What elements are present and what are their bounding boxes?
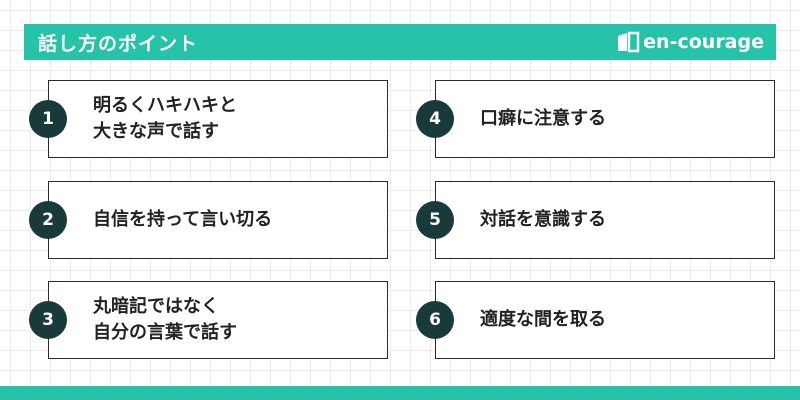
point-text-5: 対話を意識する <box>480 209 606 230</box>
point-card-1: 明るくハキハキと 大きな声で話す <box>48 80 388 158</box>
point-card-2: 自信を持って言い切る <box>48 181 388 259</box>
page-title: 話し方のポイント <box>38 32 199 55</box>
brand-logo-text: en-courage <box>643 31 764 53</box>
point-number-badge-6: 6 <box>416 301 454 339</box>
point-number-badge-5: 5 <box>416 201 454 239</box>
point-number-badge-4: 4 <box>416 100 454 138</box>
point-number-badge-3: 3 <box>29 301 67 339</box>
point-card-4: 口癖に注意する <box>435 80 775 158</box>
point-text-1: 明るくハキハキと 大きな声で話す <box>93 95 237 142</box>
point-number-badge-1: 1 <box>29 100 67 138</box>
point-number-badge-2: 2 <box>29 201 67 239</box>
header-bar: 話し方のポイント en-courage <box>24 24 776 60</box>
point-text-2: 自信を持って言い切る <box>93 209 273 230</box>
book-icon <box>618 31 640 53</box>
brand-logo: en-courage <box>616 31 764 53</box>
footer-bar <box>0 386 800 400</box>
point-card-3: 丸暗記ではなく 自分の言葉で話す <box>48 281 388 359</box>
point-card-6: 適度な間を取る <box>435 281 775 359</box>
point-text-4: 口癖に注意する <box>480 108 606 129</box>
point-text-3: 丸暗記ではなく 自分の言葉で話す <box>93 296 237 343</box>
point-card-5: 対話を意識する <box>435 181 775 259</box>
point-text-6: 適度な間を取る <box>480 309 606 330</box>
